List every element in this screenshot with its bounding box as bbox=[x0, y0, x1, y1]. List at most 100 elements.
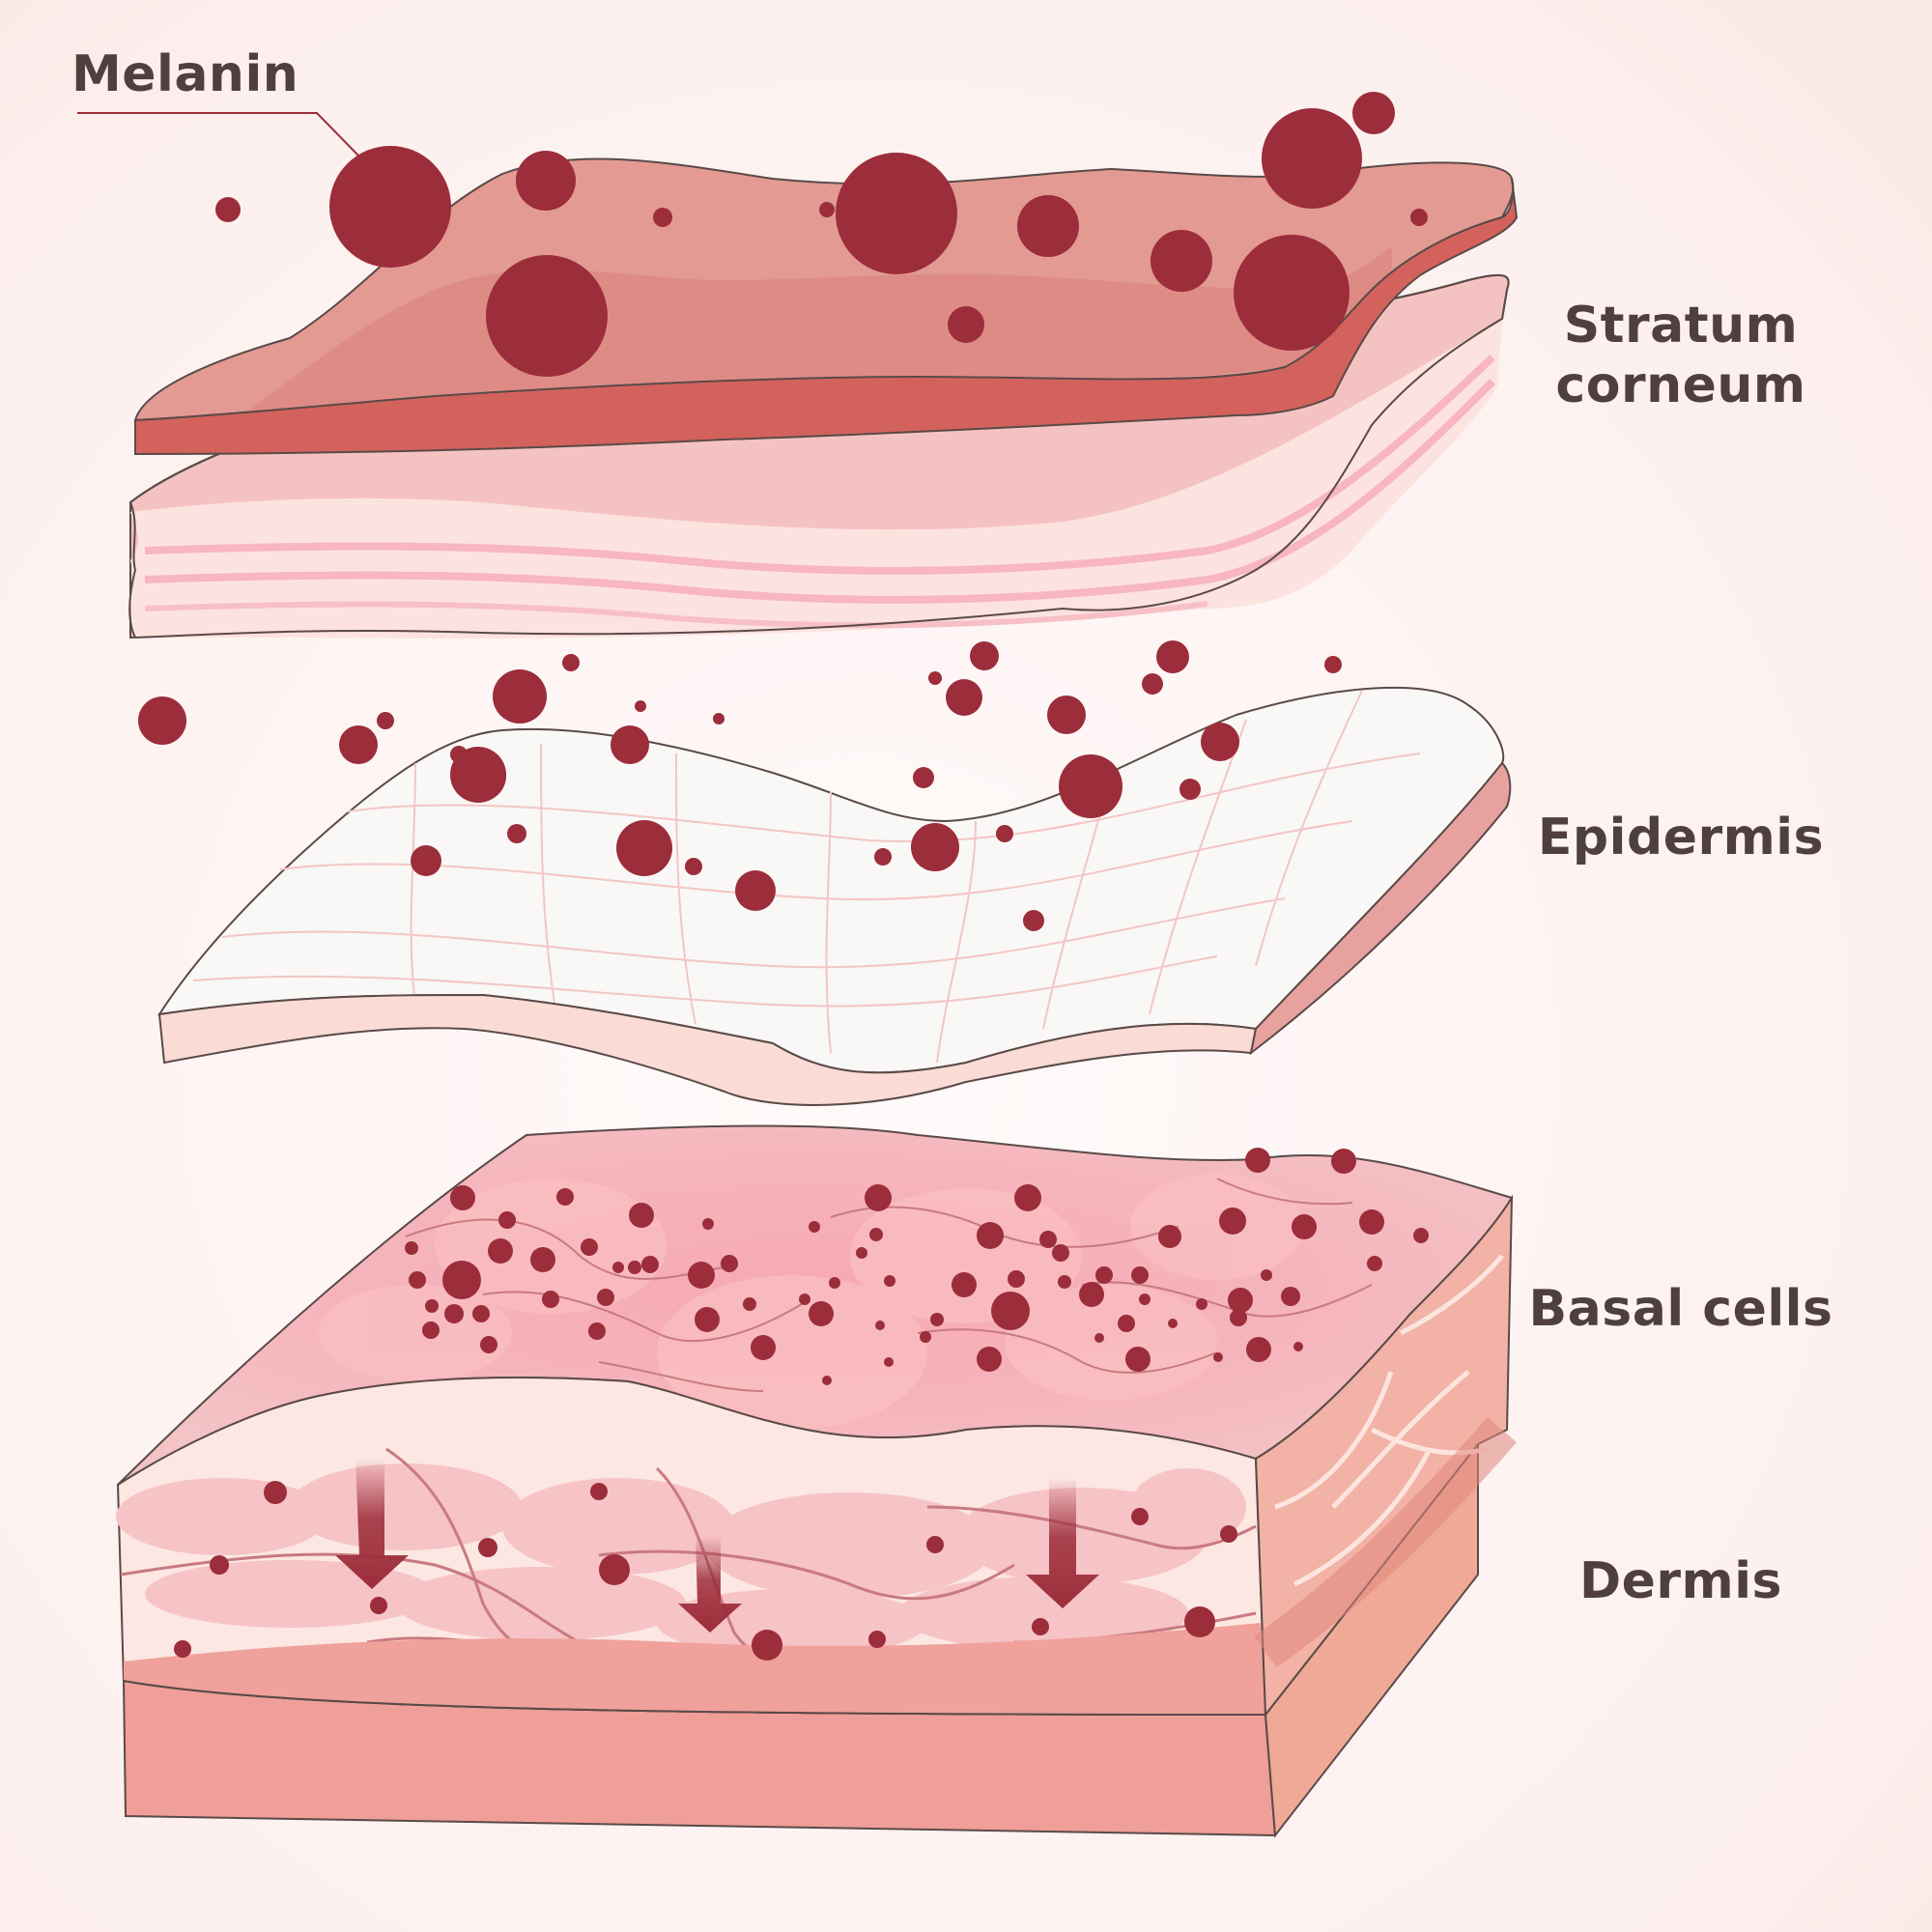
melanin-granule bbox=[1179, 779, 1201, 800]
melanin-granule bbox=[1324, 656, 1342, 673]
melanin-granule bbox=[952, 1272, 977, 1297]
melanin-granule bbox=[1245, 1148, 1270, 1173]
melanin-granule bbox=[822, 1376, 832, 1385]
melanin-granule bbox=[868, 1631, 886, 1648]
melanin-granule bbox=[422, 1321, 440, 1339]
melanin-granule bbox=[752, 1630, 782, 1661]
stratum-upper-slab-edge bbox=[134, 178, 1519, 456]
melanin-granules bbox=[138, 92, 1429, 1661]
melanin-granule bbox=[1008, 1306, 1025, 1323]
dermis-deep-band bbox=[124, 1623, 1265, 1715]
melanin-granule bbox=[819, 202, 835, 217]
melanin-granule bbox=[1158, 1225, 1181, 1248]
melanin-granule bbox=[743, 1297, 756, 1311]
melanin-granule bbox=[799, 1293, 810, 1305]
melanin-granule bbox=[977, 1347, 1002, 1372]
melanin-granule bbox=[948, 306, 984, 343]
melanin-granule bbox=[370, 1597, 387, 1614]
melanin-granule bbox=[1131, 1508, 1149, 1525]
melanin-granule bbox=[1331, 1149, 1356, 1174]
downward-arrows bbox=[335, 1459, 1099, 1633]
melanin-granule bbox=[996, 825, 1013, 842]
melanin-granule bbox=[688, 1262, 715, 1289]
melanin-granule bbox=[1410, 209, 1428, 226]
melanin-granule bbox=[562, 654, 580, 671]
melanin-granule bbox=[713, 713, 724, 724]
melanin-granule bbox=[138, 696, 186, 745]
melanin-granule bbox=[829, 1277, 840, 1289]
melanin-granule bbox=[616, 820, 672, 876]
melanin-granule bbox=[1228, 1288, 1253, 1313]
melanin-granule bbox=[751, 1335, 776, 1360]
melanin-granule bbox=[1246, 1337, 1271, 1362]
melanin-granule bbox=[1023, 910, 1044, 931]
melanin-granule bbox=[339, 725, 378, 764]
melanin-granule bbox=[1184, 1606, 1215, 1637]
melanin-granule bbox=[735, 870, 776, 911]
melanin-granule bbox=[1125, 1347, 1151, 1372]
melanin-granule bbox=[1220, 1525, 1237, 1543]
melanin-granule bbox=[1201, 723, 1239, 761]
melanin-granule bbox=[409, 1271, 426, 1289]
melanin-granule bbox=[516, 151, 576, 211]
melanin-granule bbox=[1234, 235, 1350, 351]
melanin-granule bbox=[920, 1331, 931, 1343]
melanin-granule bbox=[597, 1289, 614, 1306]
melanin-granule bbox=[1156, 640, 1189, 673]
melanin-granule bbox=[174, 1640, 191, 1658]
melanin-granule bbox=[865, 1184, 892, 1211]
melanin-granule bbox=[970, 641, 999, 670]
melanin-granule bbox=[836, 153, 957, 274]
melanin-granule bbox=[1261, 1269, 1272, 1281]
melanin-granule bbox=[913, 767, 934, 788]
melanin-granule bbox=[946, 679, 982, 716]
melanin-granule bbox=[1359, 1209, 1384, 1235]
label-epidermis: Epidermis bbox=[1537, 809, 1825, 867]
melanin-granule bbox=[1352, 92, 1395, 134]
melanin-granule bbox=[1196, 1298, 1208, 1310]
melanin-granule bbox=[653, 208, 672, 227]
melanin-granule bbox=[1142, 673, 1163, 695]
label-melanin: Melanin bbox=[71, 45, 299, 103]
melanin-leader-line bbox=[77, 112, 360, 157]
melanin-granule bbox=[1213, 1352, 1223, 1362]
melanin-granule bbox=[1079, 1282, 1104, 1307]
melanin-granule bbox=[611, 725, 649, 764]
melanin-granule bbox=[486, 255, 608, 377]
melanin-granule bbox=[530, 1247, 555, 1272]
melanin-granule bbox=[1017, 195, 1079, 257]
melanin-granule bbox=[612, 1262, 624, 1273]
melanin-granule bbox=[1094, 1333, 1104, 1343]
melanin-granule bbox=[869, 1228, 883, 1241]
melanin-granule bbox=[809, 1301, 834, 1326]
melanin-granule bbox=[928, 671, 942, 685]
melanin-granule bbox=[1131, 1266, 1149, 1284]
arrow-down-icon bbox=[335, 1459, 409, 1589]
melanin-granule bbox=[695, 1307, 720, 1332]
melanin-granule bbox=[926, 1536, 944, 1553]
melanin-granule bbox=[1367, 1256, 1382, 1271]
melanin-granule bbox=[809, 1221, 820, 1233]
melanin-granule bbox=[1095, 1266, 1113, 1284]
melanin-granule bbox=[1292, 1214, 1317, 1239]
label-basal-cells: Basal cells bbox=[1528, 1280, 1833, 1338]
label-dermis: Dermis bbox=[1578, 1552, 1783, 1610]
melanin-granule bbox=[977, 1222, 1004, 1249]
melanin-granule bbox=[210, 1555, 229, 1575]
melanin-granule bbox=[1058, 1275, 1071, 1289]
melanin-granule bbox=[1047, 696, 1086, 734]
melanin-granule bbox=[556, 1188, 574, 1206]
melanin-granule bbox=[884, 1275, 895, 1287]
melanin-granule bbox=[444, 1304, 464, 1323]
melanin-granule bbox=[1168, 1319, 1178, 1328]
melanin-granule bbox=[599, 1554, 630, 1585]
epidermis-sheet-side bbox=[1249, 761, 1512, 1056]
melanin-granule bbox=[1219, 1208, 1246, 1235]
melanin-granule bbox=[264, 1481, 287, 1504]
melanin-granule bbox=[329, 146, 451, 268]
melanin-granule bbox=[507, 824, 526, 843]
melanin-granule bbox=[628, 1261, 641, 1274]
melanin-granule bbox=[411, 845, 441, 876]
